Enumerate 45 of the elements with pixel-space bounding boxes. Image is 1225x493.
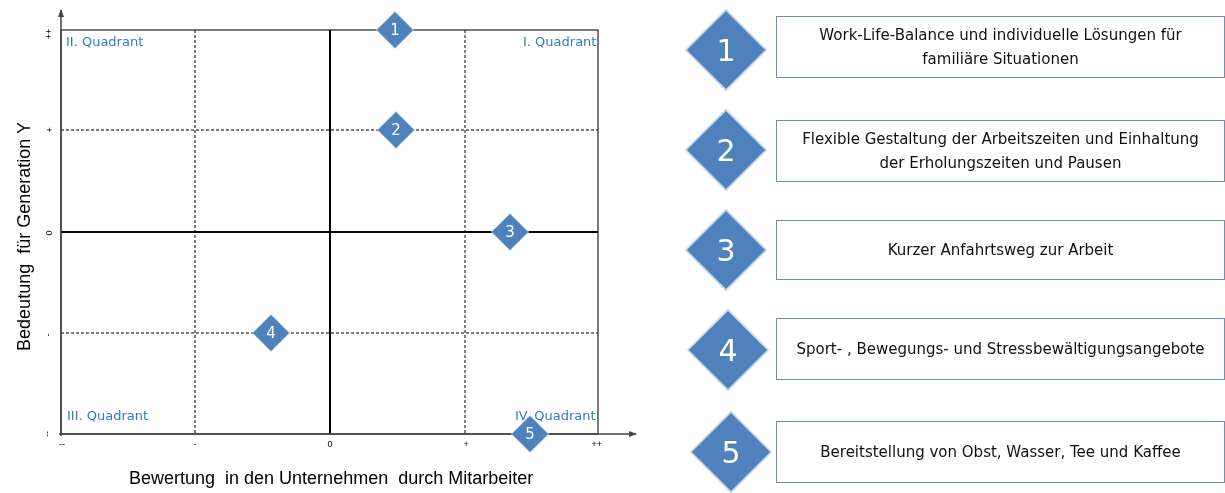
- axis-title: Bewertung in den Unternehmen durch Mitarbeiter: [129, 467, 534, 489]
- description-text: Flexible Gestaltung der Arbeitszeiten und Einhaltung der Erholungszeiten und Pausen: [801, 129, 1200, 174]
- marker-number: 5: [525, 425, 535, 443]
- description-box: [776, 318, 1225, 380]
- diamond-marker: [685, 209, 767, 291]
- tick-label: 0: [43, 230, 53, 236]
- diamond-marker: [690, 411, 772, 493]
- description-text: Work-Life-Balance und individuelle Lösungen für familiäre Situationen: [818, 25, 1183, 70]
- description-box: [776, 16, 1225, 78]
- diamond-marker: [376, 11, 414, 49]
- marker-number: 4: [266, 324, 276, 342]
- tick-label: -: [43, 333, 53, 337]
- marker-number: 1: [716, 32, 736, 68]
- marker-number: 3: [716, 232, 736, 268]
- description-text: Kurzer Anfahrtsweg zur Arbeit: [887, 240, 1114, 261]
- description-box: [776, 421, 1225, 483]
- description-text: Bereitstellung von Obst, Wasser, Tee und Kaffee: [820, 442, 1181, 463]
- diamond-marker: [377, 111, 415, 149]
- description-box: [776, 220, 1225, 280]
- marker-number: 1: [390, 21, 400, 39]
- tick-label: --: [59, 439, 65, 449]
- description-text: Sport- , Bewegungs- und Stressbewältigungsangebote: [796, 339, 1205, 360]
- description-box: [776, 120, 1225, 182]
- axis-title: Bedeutung für Generation Y: [13, 121, 35, 351]
- quadrant-label: I. Quadrant: [523, 34, 597, 49]
- quadrant-label: IV. Quadrant: [515, 408, 596, 423]
- marker-number: 5: [721, 434, 741, 470]
- tick-label: ++: [42, 28, 53, 40]
- marker-number: 2: [391, 121, 401, 139]
- tick-label: --: [43, 431, 53, 437]
- quadrant-label: III. Quadrant: [67, 408, 149, 423]
- quadrant-label: II. Quadrant: [66, 34, 144, 49]
- diamond-marker: [252, 314, 290, 352]
- tick-label: +: [463, 439, 469, 449]
- diamond-marker: [685, 109, 767, 191]
- tick-label: ++: [591, 439, 602, 449]
- marker-number: 3: [505, 223, 515, 241]
- tick-label: 0: [327, 439, 333, 449]
- tick-label: +: [43, 127, 54, 133]
- diamond-marker: [491, 213, 529, 251]
- marker-number: 2: [716, 132, 736, 168]
- diamond-marker: [685, 9, 767, 91]
- diamond-marker: [687, 309, 769, 391]
- tick-label: -: [193, 439, 197, 449]
- marker-number: 4: [718, 332, 738, 368]
